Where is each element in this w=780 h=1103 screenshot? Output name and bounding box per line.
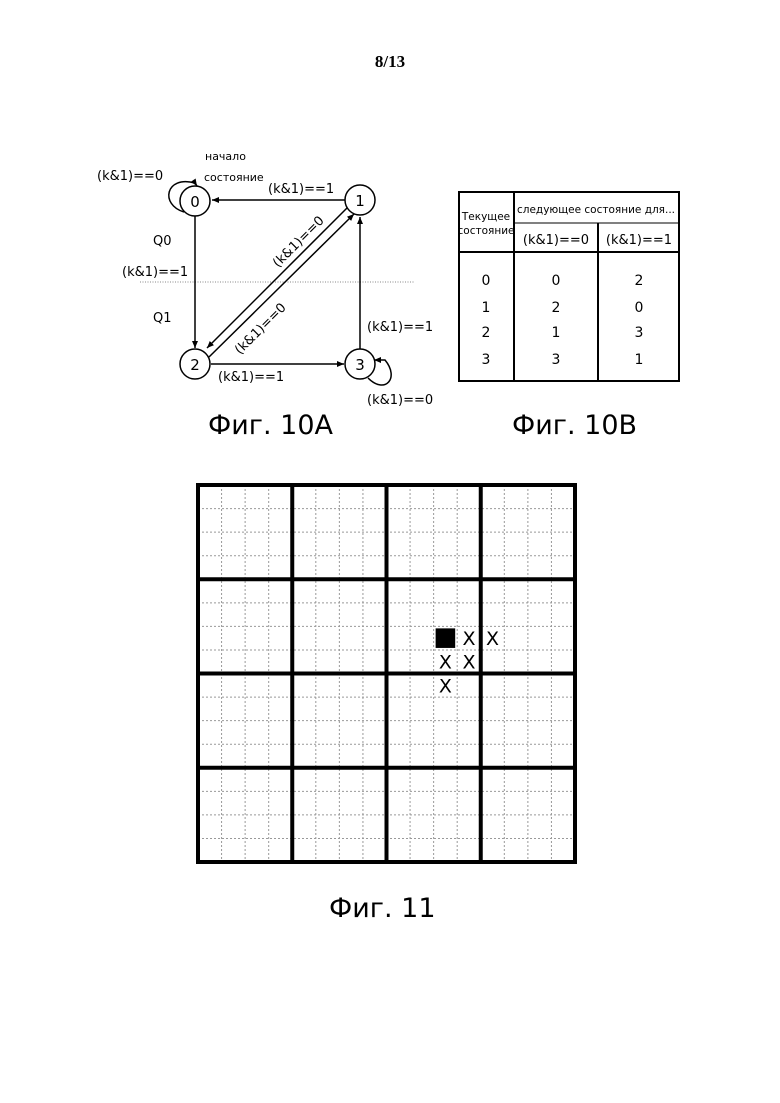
cell-k0: 2	[552, 300, 561, 316]
cell-k0: 0	[552, 273, 561, 289]
state-node-1: 1	[345, 185, 375, 215]
cell-k1: 3	[635, 325, 644, 341]
label-q1: Q1	[153, 311, 172, 326]
edge-2-to-1	[209, 214, 354, 357]
cell-current: 1	[482, 300, 491, 316]
label-q0: Q0	[153, 234, 172, 249]
cell-k1: 2	[635, 273, 644, 289]
current-cell-marker	[436, 628, 456, 648]
header-next: следующее состояние для...	[517, 204, 675, 216]
label-s0-to-s2: (k&1)==1	[122, 265, 188, 280]
label-s2-to-s3: (k&1)==1	[218, 370, 284, 385]
header-current-line2: состояние	[458, 225, 515, 237]
cell-current: 3	[482, 352, 491, 368]
svg-text:1: 1	[355, 192, 365, 210]
start-label-line1: начало	[205, 150, 246, 163]
cell-current: 0	[482, 273, 491, 289]
state-node-0: 0	[180, 186, 210, 216]
header-k0: (k&1)==0	[523, 233, 589, 248]
caption-fig-11: Фиг. 11	[329, 893, 436, 924]
block-grid: XXXXX	[190, 477, 585, 872]
candidate-x-mark: X	[462, 628, 475, 650]
label-s2-to-s1: (k&1)==0	[232, 300, 289, 357]
table-row: 2 1 3	[482, 325, 644, 341]
label-s3-to-s1: (k&1)==1	[367, 320, 433, 335]
svg-text:3: 3	[355, 356, 365, 374]
edge-1-to-2	[207, 206, 349, 348]
candidate-x-mark: X	[439, 652, 452, 674]
header-k1: (k&1)==1	[606, 233, 672, 248]
candidate-x-mark: X	[439, 675, 452, 697]
svg-text:0: 0	[190, 193, 200, 211]
state-table: Текущее состояние следующее состояние дл…	[458, 192, 679, 381]
cell-k1: 0	[635, 300, 644, 316]
header-current-line1: Текущее	[461, 211, 510, 223]
caption-fig-10a: Фиг. 10A	[208, 410, 333, 441]
state-node-2: 2	[180, 349, 210, 379]
label-s1-to-s2: (k&1)==0	[270, 213, 327, 270]
caption-fig-10b: Фиг. 10B	[512, 410, 637, 441]
start-label-line2: состояние	[204, 171, 264, 184]
cell-k0: 1	[552, 325, 561, 341]
cell-current: 2	[482, 325, 491, 341]
label-s3-self: (k&1)==0	[367, 393, 433, 408]
svg-text:2: 2	[190, 356, 200, 374]
table-row: 3 3 1	[482, 352, 644, 368]
candidate-x-mark: X	[462, 652, 475, 674]
table-row: 0 0 2	[482, 273, 644, 289]
cell-k0: 3	[552, 352, 561, 368]
state-diagram: 0 1 2 3 начало состояние (k&1)==0 (k&1)=…	[0, 0, 780, 460]
candidate-x-mark: X	[486, 628, 499, 650]
label-s1-to-s0: (k&1)==1	[268, 182, 334, 197]
cell-k1: 1	[635, 352, 644, 368]
table-row: 1 2 0	[482, 300, 644, 316]
label-s0-self: (k&1)==0	[97, 169, 163, 184]
state-node-3: 3	[345, 349, 375, 379]
